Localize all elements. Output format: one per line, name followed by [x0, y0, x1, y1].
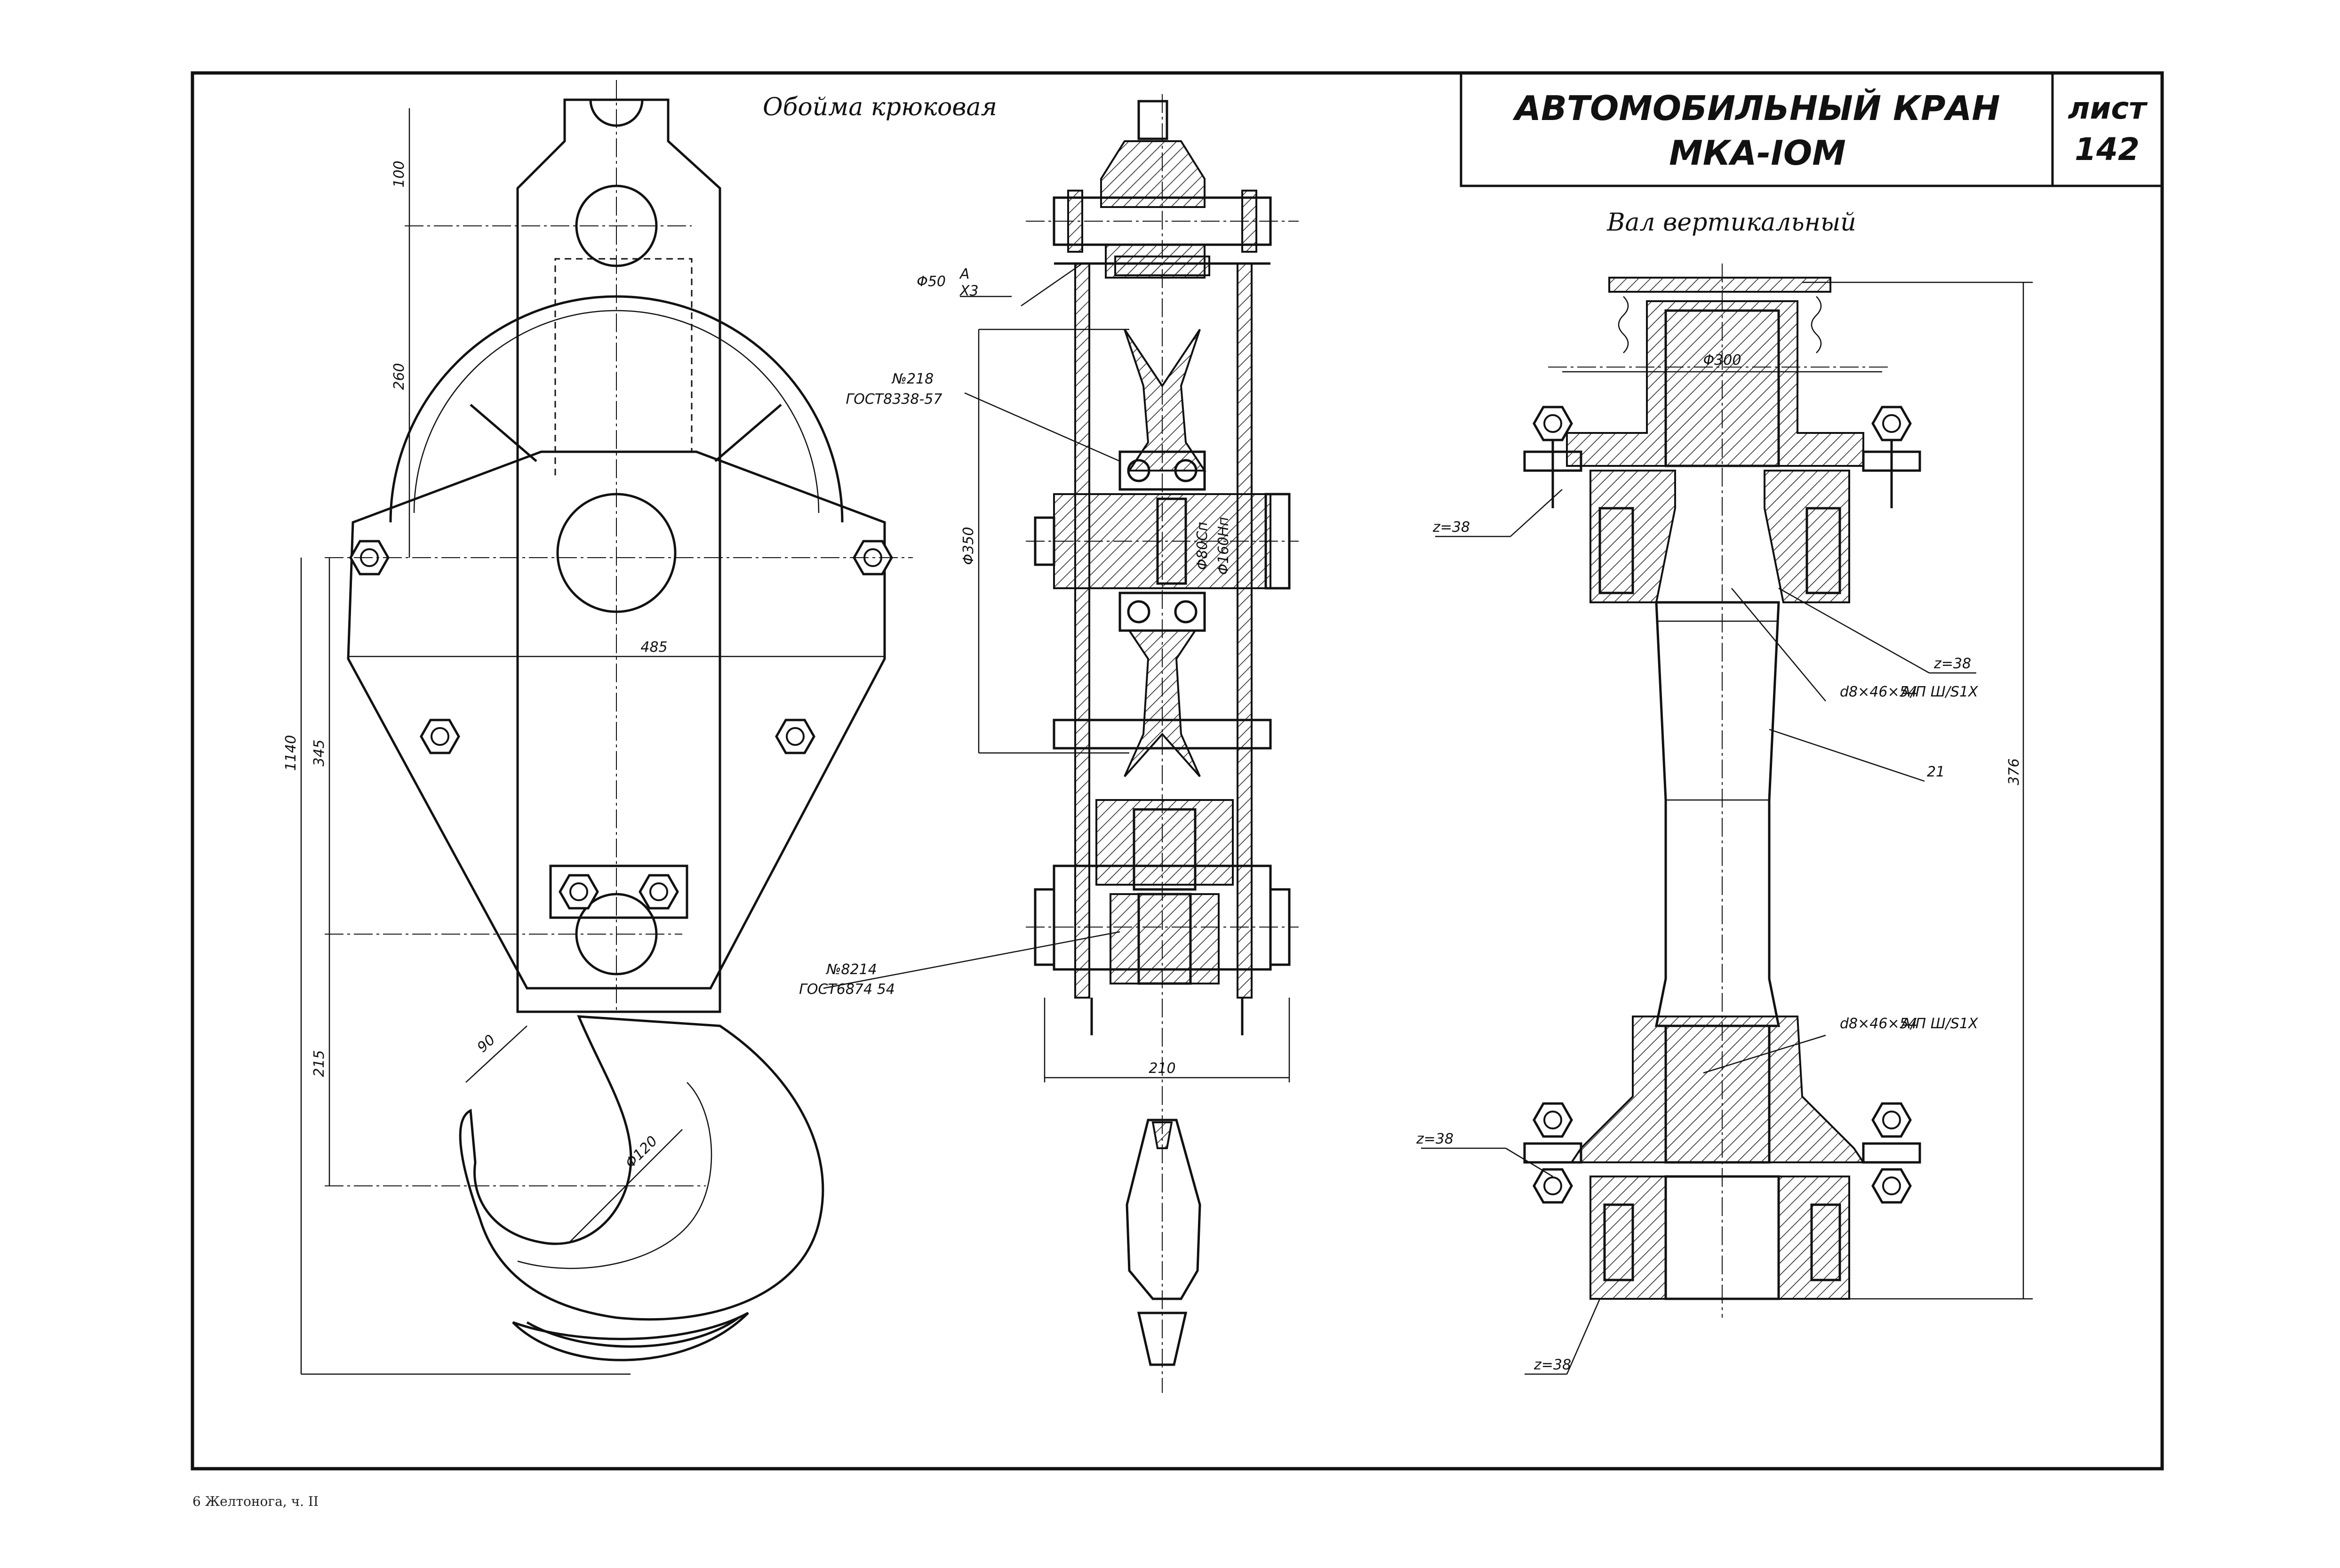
shaft-caption: Вал вертикальный — [1606, 208, 1856, 237]
footer-note: 6 Желтонога, ч. II — [192, 1494, 319, 1509]
bearing-8214: №8214 — [825, 961, 877, 978]
fit-50-a: А — [959, 266, 970, 282]
sheet-number: 142 — [2075, 131, 2140, 168]
dim-210: 210 — [1149, 1060, 1175, 1077]
hook-block-section: Φ50 А Х3 №218 ГОСТ8338-57 Φ350 Φ80Сп Φ16… — [799, 94, 1299, 1393]
vertical-shaft-view: Вал вертикальный — [1416, 208, 2033, 1375]
dim-d350: Φ350 — [960, 527, 977, 565]
bearing-8214-std: ГОСТ6874 54 — [799, 981, 895, 998]
spline-top: d8×46×54 — [1840, 684, 1917, 700]
title-line2: МКА-IOM — [1669, 133, 1846, 173]
z38-top-left: z=38 — [1432, 519, 1470, 536]
sheet-label: лист — [2068, 91, 2148, 126]
z38-bottom-left: z=38 — [1416, 1131, 1454, 1147]
bearing-218-std: ГОСТ8338-57 — [846, 391, 942, 408]
fit-50-x: Х3 — [959, 283, 979, 299]
dim-100: 100 — [391, 160, 407, 187]
hook-block-caption: Обойма крюковая — [763, 93, 997, 121]
dim-345: 345 — [311, 739, 327, 766]
dim-d80: Φ80Сп — [1194, 522, 1211, 570]
spline-bottom: d8×46×54 — [1840, 1016, 1917, 1032]
dim-d160: Φ160Нп — [1215, 517, 1232, 575]
dim-260: 260 — [391, 363, 407, 390]
title-line1: АВТОМОБИЛЬНЫЙ КРАН — [1512, 88, 2000, 128]
dim-485: 485 — [640, 639, 667, 656]
part-21: 21 — [1927, 764, 1945, 780]
dim-d300: Φ300 — [1703, 352, 1741, 368]
z38-bottom: z=38 — [1533, 1357, 1571, 1373]
dim-376: 376 — [2006, 758, 2022, 785]
dim-1140: 1140 — [283, 735, 299, 771]
spline-top-fit: А/П Ш/S1Х — [1900, 684, 1979, 700]
sheet-frame — [191, 71, 2164, 1471]
title-block: АВТОМОБИЛЬНЫЙ КРАН МКА-IOM лист 142 — [1460, 73, 2162, 187]
z38-right: z=38 — [1933, 656, 1971, 672]
hook-block-view: Обойма крюковая — [283, 80, 997, 1375]
dim-90: 90 — [474, 1032, 499, 1056]
dim-215: 215 — [311, 1050, 327, 1077]
fit-50: Φ50 — [917, 273, 946, 290]
bearing-218: №218 — [891, 371, 934, 387]
spline-bottom-fit: А/П Ш/S1Х — [1900, 1016, 1979, 1032]
